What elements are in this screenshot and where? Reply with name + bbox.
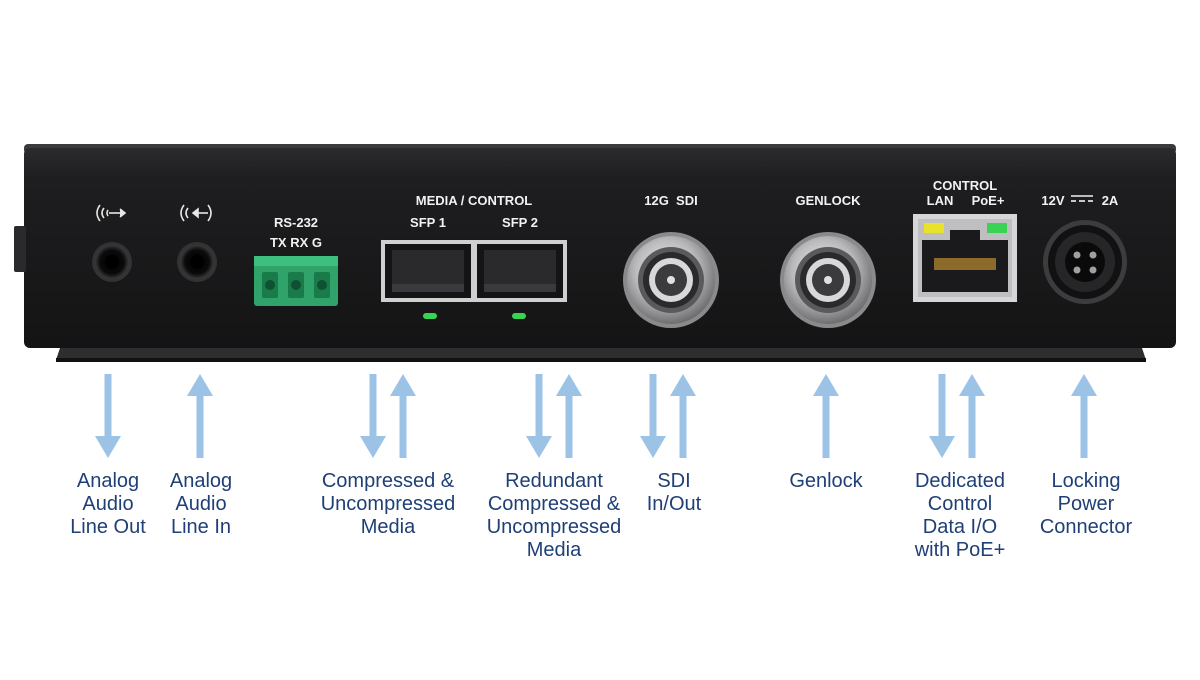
media-arrow-up [390, 374, 416, 458]
caption-analog-audio-line-out: Analog Audio Line Out [23, 470, 193, 539]
redundant-arrow-down [526, 374, 552, 458]
sfp1-label: SFP 1 [410, 215, 446, 230]
power-current-label: 2A [1101, 193, 1119, 208]
caption-sdi-in-out: SDI In/Out [589, 470, 759, 516]
caption-line: Analog [76, 470, 140, 492]
caption-line: Compressed & [487, 493, 621, 515]
caption-line: Data I/O [922, 516, 998, 538]
media-arrow-down [360, 374, 386, 458]
caption-line: SDI [657, 470, 691, 492]
callout-arrows [95, 374, 1097, 458]
audio-out-icon [96, 204, 127, 222]
rs232-terminal-block [254, 256, 338, 306]
caption-line: Media [360, 516, 416, 538]
sfp2-led [512, 313, 526, 319]
sdi-arrow-up [670, 374, 696, 458]
analog-audio-out-jack [92, 242, 132, 282]
lan-rj45-port [913, 214, 1017, 302]
audio-in-icon [180, 204, 212, 222]
caption-line: Dedicated [914, 470, 1006, 492]
sdi-bnc-connector [623, 232, 719, 328]
caption-line: Compressed & [321, 470, 455, 492]
sfp1-led [423, 313, 437, 319]
locking-power-connector [1043, 220, 1127, 304]
sfp2-label: SFP 2 [502, 215, 538, 230]
sdi-arrow-down [640, 374, 666, 458]
chassis-left-tab [14, 226, 26, 272]
redundant-arrow-up [556, 374, 582, 458]
control-label: CONTROL [932, 178, 998, 193]
poe-label: PoE+ [971, 193, 1005, 208]
caption-line: Uncompressed [320, 493, 456, 515]
caption-line: Line In [170, 516, 232, 538]
genlock-label: GENLOCK [795, 193, 861, 208]
caption-line: Locking [1051, 470, 1121, 492]
media-control-label: MEDIA / CONTROL [415, 193, 533, 208]
dc-symbol-icon [1071, 195, 1093, 202]
caption-line: Connector [1039, 516, 1133, 538]
caption-line: Uncompressed [486, 516, 622, 538]
caption-line: Audio [82, 493, 134, 515]
genlock-bnc-connector [780, 232, 876, 328]
power-voltage-label: 12V [1041, 193, 1065, 208]
caption-line: Genlock [789, 470, 863, 492]
caption-locking-power-connector: Locking Power Connector [1001, 470, 1171, 539]
genlock-arrow-up [813, 374, 839, 458]
sdi-label: 12G SDI [644, 193, 698, 208]
chassis-base-shadow [56, 358, 1146, 362]
chassis-base [56, 348, 1146, 360]
sfp1-cage [381, 240, 475, 302]
caption-line: Analog [169, 470, 233, 492]
caption-genlock: Genlock [741, 470, 911, 493]
caption-redundant-media: Redundant Compressed & Uncompressed Medi… [469, 470, 639, 562]
caption-line: Control [927, 493, 993, 515]
caption-line: Redundant [505, 470, 603, 492]
analog-audio-in-jack [177, 242, 217, 282]
lan-label: LAN [926, 193, 954, 208]
power-arrow-up [1071, 374, 1097, 458]
analog-out-arrow-down [95, 374, 121, 458]
control-arrow-down [929, 374, 955, 458]
sfp2-cage [473, 240, 567, 302]
caption-line: Media [526, 539, 582, 561]
caption-compressed-media: Compressed & Uncompressed Media [303, 470, 473, 539]
caption-analog-audio-line-in: Analog Audio Line In [116, 470, 286, 539]
rs232-pins-label: TX RX G [269, 235, 322, 250]
rs232-label: RS-232 [273, 215, 319, 230]
caption-line: Line Out [70, 516, 146, 538]
caption-line: Power [1057, 493, 1115, 515]
caption-line: In/Out [646, 493, 702, 515]
analog-in-arrow-up [187, 374, 213, 458]
caption-line: with PoE+ [914, 539, 1006, 561]
caption-dedicated-control: Dedicated Control Data I/O with PoE+ [875, 470, 1045, 562]
caption-line: Audio [175, 493, 227, 515]
control-arrow-up [959, 374, 985, 458]
